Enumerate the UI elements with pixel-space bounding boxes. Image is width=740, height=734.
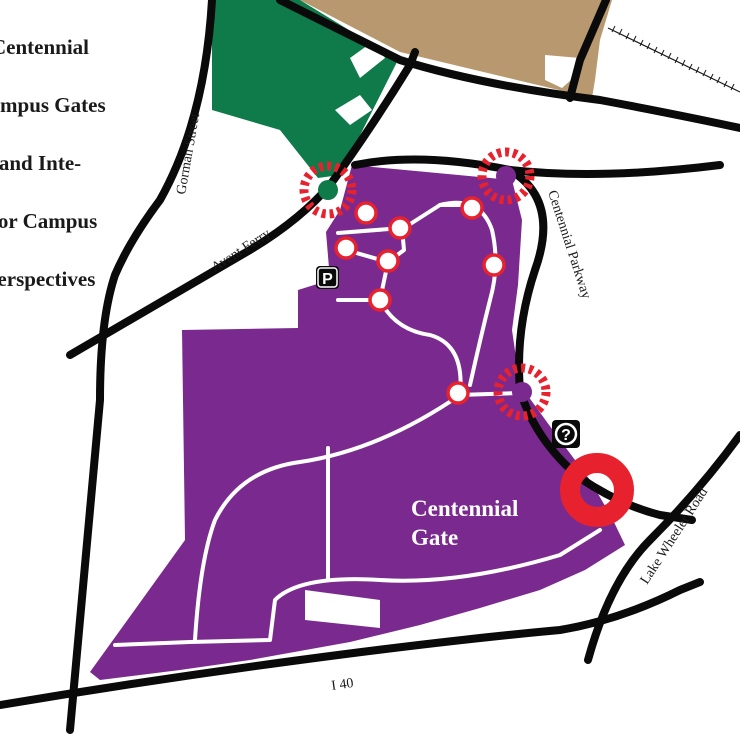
perspective-marker[interactable]	[376, 249, 400, 273]
perspective-marker[interactable]	[334, 236, 358, 260]
title-line: Perspectives	[0, 267, 96, 291]
gate-label-line2: Gate	[411, 525, 458, 550]
rail-line	[607, 27, 740, 93]
field-area	[300, 0, 612, 98]
perspective-marker[interactable]	[354, 201, 378, 225]
road-upper-right	[566, 0, 610, 102]
road-north	[276, 0, 740, 132]
centennial-gate-marker[interactable]	[560, 453, 634, 527]
gate-burst-north[interactable]	[477, 147, 535, 205]
perspective-marker[interactable]	[482, 253, 506, 277]
title-line: Centennial	[0, 35, 89, 59]
road-lake-wheeler	[584, 431, 740, 664]
title-line: rior Campus	[0, 209, 98, 233]
woods-notch-2	[335, 95, 372, 125]
svg-text:P: P	[322, 271, 333, 288]
gate-label-line1: Centennial	[411, 496, 518, 521]
woods-area	[212, 0, 398, 178]
perspective-marker[interactable]	[446, 381, 470, 405]
title-line: and Inte-	[0, 151, 82, 175]
label-centennial-parkway: Centennial Parkway	[544, 189, 593, 301]
perspective-marker[interactable]	[388, 216, 412, 240]
perspective-markers	[334, 196, 506, 405]
label-avent-ferry: Avent Ferry	[209, 226, 273, 275]
info-icon[interactable]: ?	[552, 420, 580, 448]
building-block	[305, 590, 380, 628]
title-line: Campus Gates	[0, 93, 106, 117]
svg-text:?: ?	[561, 427, 571, 444]
label-i40: I 40	[330, 676, 354, 694]
map-title: Centennial Campus Gates and Inte- rior C…	[0, 4, 150, 323]
parking-icon[interactable]: P	[316, 266, 339, 289]
rail-ticks	[611, 25, 735, 91]
road-i40	[0, 578, 704, 709]
perspective-marker[interactable]	[368, 288, 392, 312]
perspective-marker[interactable]	[460, 196, 484, 220]
gate-burst-avent-ferry[interactable]	[299, 161, 357, 219]
gate-burst-east[interactable]	[493, 363, 551, 421]
